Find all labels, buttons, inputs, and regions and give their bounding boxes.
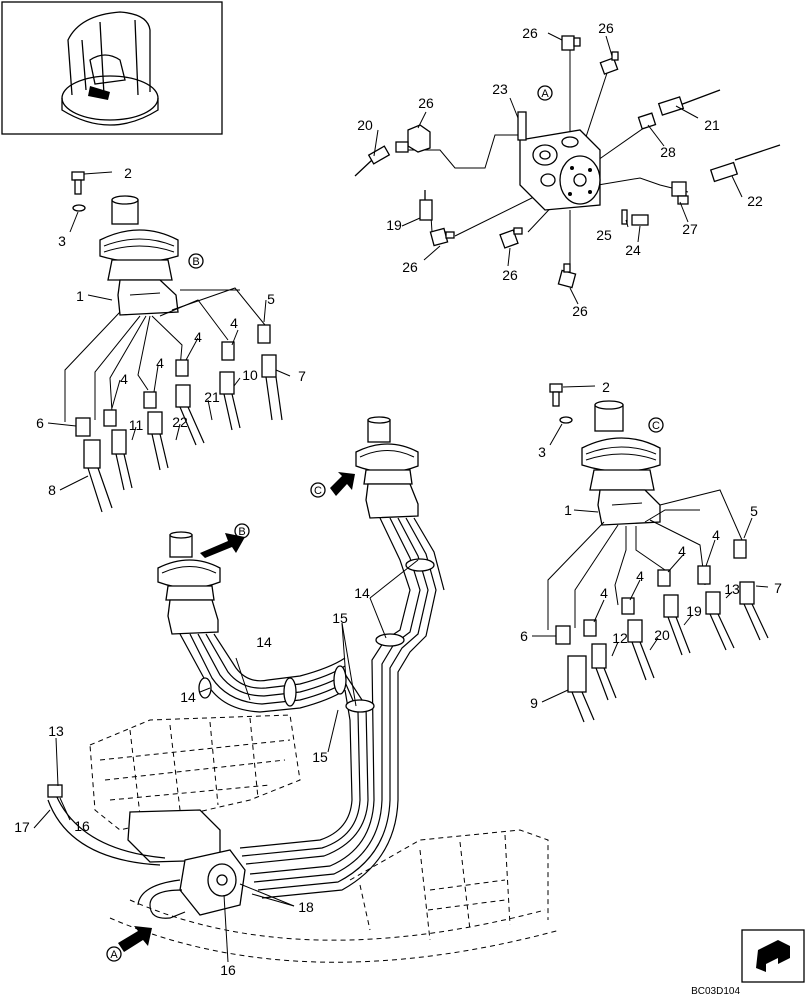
callout-14: 14: [256, 634, 272, 650]
callout-4: 4: [712, 527, 720, 543]
callout-7: 7: [774, 580, 782, 596]
fitting-26-bottom: [557, 263, 577, 289]
callout-26: 26: [418, 95, 434, 111]
callout-6: 6: [36, 415, 44, 431]
callout-4: 4: [156, 355, 164, 371]
callout-16: 16: [220, 962, 236, 978]
view-arrow-icon: [118, 472, 355, 952]
bolt-24-washer-25: [621, 209, 649, 226]
callout-14: 14: [180, 689, 196, 705]
callout-8: 8: [48, 482, 56, 498]
main-assembly: [33, 416, 561, 963]
callout-15: 15: [312, 749, 328, 765]
hose-end-21: [657, 89, 721, 116]
joystick-c: [355, 416, 419, 519]
callout-20: 20: [357, 117, 373, 133]
callout-5: 5: [267, 291, 275, 307]
fitting-26-top: [561, 35, 581, 51]
callout-5: 5: [750, 503, 758, 519]
callout-26: 26: [502, 267, 518, 283]
hose-end-19: [419, 190, 433, 221]
detail-b-control-valve: [47, 171, 291, 513]
callout-22: 22: [172, 414, 188, 430]
callout-2: 2: [602, 379, 610, 395]
callout-2: 2: [124, 165, 132, 181]
detail-c-control-valve: [532, 383, 769, 723]
fitting-26-bottom-mid: [499, 227, 523, 249]
detail-letter-c: C: [652, 420, 660, 432]
callout-21: 21: [704, 117, 720, 133]
callout-15: 15: [332, 610, 348, 626]
callout-4: 4: [678, 543, 686, 559]
callout-22: 22: [747, 193, 763, 209]
callout-1: 1: [564, 502, 572, 518]
callouts: 26 26 26 23 20 21 28 22 27 25 24 19 26 2…: [14, 20, 782, 978]
callout-25: 25: [596, 227, 612, 243]
callout-28: 28: [660, 144, 676, 160]
callout-7: 7: [298, 368, 306, 384]
arrow-letter-c: C: [314, 485, 322, 497]
fitting-28: [637, 112, 657, 130]
callout-1: 1: [76, 288, 84, 304]
callout-10: 10: [242, 367, 258, 383]
callout-4: 4: [120, 371, 128, 387]
callout-19: 19: [386, 217, 402, 233]
c-fittings: [555, 539, 769, 723]
callout-11: 11: [129, 417, 144, 433]
return-arrow-icon: [741, 929, 805, 983]
callout-13: 13: [48, 723, 64, 739]
callout-9: 9: [530, 695, 538, 711]
callout-20: 20: [654, 627, 670, 643]
detail-letter-a: A: [541, 88, 549, 100]
callout-3: 3: [538, 444, 546, 460]
callout-12: 12: [612, 630, 628, 646]
callout-13: 13: [724, 581, 740, 597]
callout-24: 24: [625, 242, 641, 258]
callout-4: 4: [636, 568, 644, 584]
fitting-26-left-bottom: [429, 227, 455, 247]
callout-26: 26: [598, 20, 614, 36]
b-fittings: [75, 324, 283, 513]
fitting-26-top-right: [599, 51, 619, 75]
callout-18: 18: [298, 899, 314, 915]
callout-4: 4: [194, 329, 202, 345]
callout-4: 4: [230, 315, 238, 331]
callout-26: 26: [572, 303, 588, 319]
callout-26: 26: [522, 25, 538, 41]
arrow-letter-b: B: [238, 526, 245, 538]
callout-3: 3: [58, 233, 66, 249]
drawing-code: BC03D104: [691, 986, 740, 997]
callout-4: 4: [600, 585, 608, 601]
fitting-27: [671, 181, 689, 205]
callout-14: 14: [354, 585, 370, 601]
hose-end-22: [709, 144, 781, 183]
machine-thumbnail: [1, 1, 223, 135]
arrow-letter-a: A: [110, 949, 118, 961]
callout-21: 21: [204, 389, 220, 405]
detail-a-manifold: [354, 32, 781, 305]
callout-27: 27: [682, 221, 698, 237]
joystick-b: [157, 531, 221, 635]
fitting-26-top-left: [395, 124, 431, 153]
callout-17: 17: [14, 819, 30, 835]
callout-16: 16: [74, 818, 90, 834]
hose-end-20: [354, 145, 391, 177]
callout-6: 6: [520, 628, 528, 644]
detail-letter-b: B: [192, 256, 199, 268]
excavator-cab-icon: [61, 11, 159, 126]
callout-26: 26: [402, 259, 418, 275]
callout-19: 19: [686, 603, 702, 619]
callout-23: 23: [492, 81, 508, 97]
detail-markers: A B C B C A: [106, 85, 664, 962]
